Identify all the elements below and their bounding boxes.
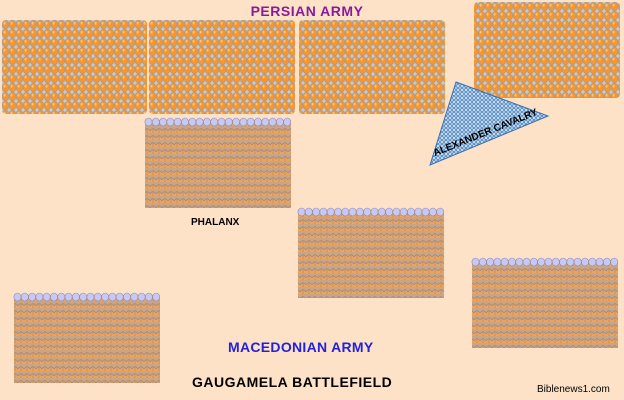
persian-army-units xyxy=(2,2,620,114)
helmet-mark xyxy=(144,117,153,127)
macedonian-block-left xyxy=(13,292,161,383)
helmet-mark xyxy=(188,117,197,127)
helmet-mark xyxy=(399,207,408,217)
helmet-mark xyxy=(544,257,553,267)
helmet-mark xyxy=(414,207,423,217)
phalanx-label: PHALANX xyxy=(191,217,240,228)
helmet-mark xyxy=(610,257,619,267)
helmet-mark xyxy=(559,257,567,267)
helmet-mark xyxy=(348,207,357,217)
helmet-mark xyxy=(370,207,379,217)
helmet-mark xyxy=(101,292,109,302)
helmet-mark xyxy=(515,257,524,267)
helmet-mark xyxy=(35,292,44,302)
helmet-mark xyxy=(436,207,445,217)
helmet-mark xyxy=(334,207,342,217)
helmet-mark xyxy=(246,117,255,127)
helmet-mark xyxy=(115,292,124,302)
helmet-mark xyxy=(326,207,335,217)
helmet-mark xyxy=(137,292,146,302)
helmet-mark xyxy=(551,257,560,267)
helmet-mark xyxy=(268,117,277,127)
helmet-mark xyxy=(573,257,582,267)
helmet-mark xyxy=(493,257,502,267)
helmet-mark xyxy=(224,117,233,127)
helmet-mark xyxy=(210,117,219,127)
helmet-mark xyxy=(385,207,393,217)
helmet-mark xyxy=(319,207,328,217)
helmet-mark xyxy=(202,117,211,127)
helmet-mark xyxy=(478,257,487,267)
macedonian-block-center xyxy=(297,207,445,298)
helmet-mark xyxy=(93,292,102,302)
persian-block-1 xyxy=(2,20,147,114)
macedonian-army-label: MACEDONIAN ARMY xyxy=(228,339,374,355)
helmet-mark xyxy=(28,292,36,302)
helmet-mark xyxy=(508,257,516,267)
credit-text: Biblenews1.com xyxy=(537,384,610,395)
helmet-mark xyxy=(312,207,320,217)
helmet-mark xyxy=(217,117,226,127)
helmet-mark xyxy=(261,117,270,127)
helmet-mark xyxy=(581,257,589,267)
helmet-mark xyxy=(566,257,575,267)
helmet-mark xyxy=(297,207,306,217)
helmet-mark xyxy=(144,292,153,302)
helmet-mark xyxy=(355,207,364,217)
helmet-mark xyxy=(486,257,494,267)
helmet-mark xyxy=(42,292,51,302)
helmet-mark xyxy=(392,207,401,217)
helmet-mark xyxy=(195,117,204,127)
helmet-mark xyxy=(471,257,480,267)
helmet-mark xyxy=(363,207,372,217)
helmet-mark xyxy=(50,292,58,302)
phalanx-block xyxy=(144,117,292,208)
persian-block-3 xyxy=(299,20,445,114)
helmet-mark xyxy=(64,292,73,302)
persian-block-2 xyxy=(149,20,295,114)
helmet-mark xyxy=(522,257,531,267)
helmet-mark xyxy=(151,117,160,127)
helmet-mark xyxy=(152,292,161,302)
helmet-mark xyxy=(79,292,88,302)
helmet-mark xyxy=(166,117,175,127)
helmet-mark xyxy=(595,257,604,267)
battlefield-title: GAUGAMELA BATTLEFIELD xyxy=(192,374,393,390)
persian-army-label: PERSIAN ARMY xyxy=(250,3,364,19)
helmet-mark xyxy=(232,117,240,127)
helmet-mark xyxy=(20,292,29,302)
helmet-mark xyxy=(254,117,262,127)
helmet-mark xyxy=(239,117,248,127)
alexander-cavalry-wedge xyxy=(429,81,550,166)
helmet-mark xyxy=(86,292,95,302)
persian-block-4 xyxy=(474,2,620,98)
helmet-mark xyxy=(159,117,167,127)
helmet-mark xyxy=(500,257,509,267)
helmet-mark xyxy=(283,117,292,127)
helmet-mark xyxy=(13,292,22,302)
helmet-mark xyxy=(173,117,182,127)
macedonian-block-right xyxy=(471,257,619,348)
helmet-mark xyxy=(181,117,189,127)
macedonian-army-units xyxy=(13,117,619,383)
helmet-mark xyxy=(421,207,430,217)
helmet-mark xyxy=(407,207,415,217)
helmet-mark xyxy=(72,292,80,302)
helmet-mark xyxy=(275,117,284,127)
helmet-mark xyxy=(108,292,117,302)
helmet-mark xyxy=(428,207,437,217)
helmet-mark xyxy=(377,207,386,217)
helmet-mark xyxy=(130,292,139,302)
helmet-mark xyxy=(341,207,350,217)
helmet-mark xyxy=(57,292,66,302)
helmet-mark xyxy=(537,257,546,267)
helmet-mark xyxy=(304,207,313,217)
helmet-mark xyxy=(530,257,538,267)
helmet-mark xyxy=(603,257,611,267)
helmet-mark xyxy=(123,292,131,302)
helmet-mark xyxy=(588,257,597,267)
